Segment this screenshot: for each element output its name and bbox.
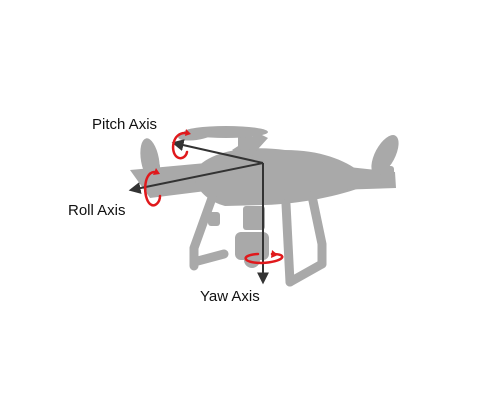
yaw-rotation-arrowhead	[271, 250, 278, 258]
roll-axis-line	[128, 162, 264, 194]
pitch-axis-label: Pitch Axis	[92, 116, 158, 133]
landing-gear	[189, 191, 327, 287]
landing-leg-back	[281, 199, 295, 287]
gimbal-mount	[243, 206, 265, 230]
rotation-arrowheads	[153, 129, 278, 258]
camera	[235, 232, 269, 260]
pitch-rotation-arrowhead	[185, 129, 191, 136]
pitch-rotation-arrow	[171, 131, 189, 160]
landing-skid-left	[189, 249, 229, 267]
yaw-rotation-arrow	[244, 252, 284, 265]
side-sensor	[208, 212, 220, 226]
yaw-axis-label: Yaw Axis	[200, 288, 260, 305]
landing-skid-right	[285, 259, 327, 287]
roll-axis-label: Roll Axis	[68, 202, 126, 219]
roll-rotation-arrowhead	[153, 168, 160, 175]
rotation-indicators	[144, 131, 284, 265]
propeller-right	[371, 135, 399, 175]
drone-body	[195, 148, 365, 206]
roll-rotation-arrow	[144, 170, 162, 207]
pitch-axis-line	[171, 139, 264, 164]
landing-leg-right	[307, 191, 327, 269]
drone-silhouette	[130, 126, 399, 268]
